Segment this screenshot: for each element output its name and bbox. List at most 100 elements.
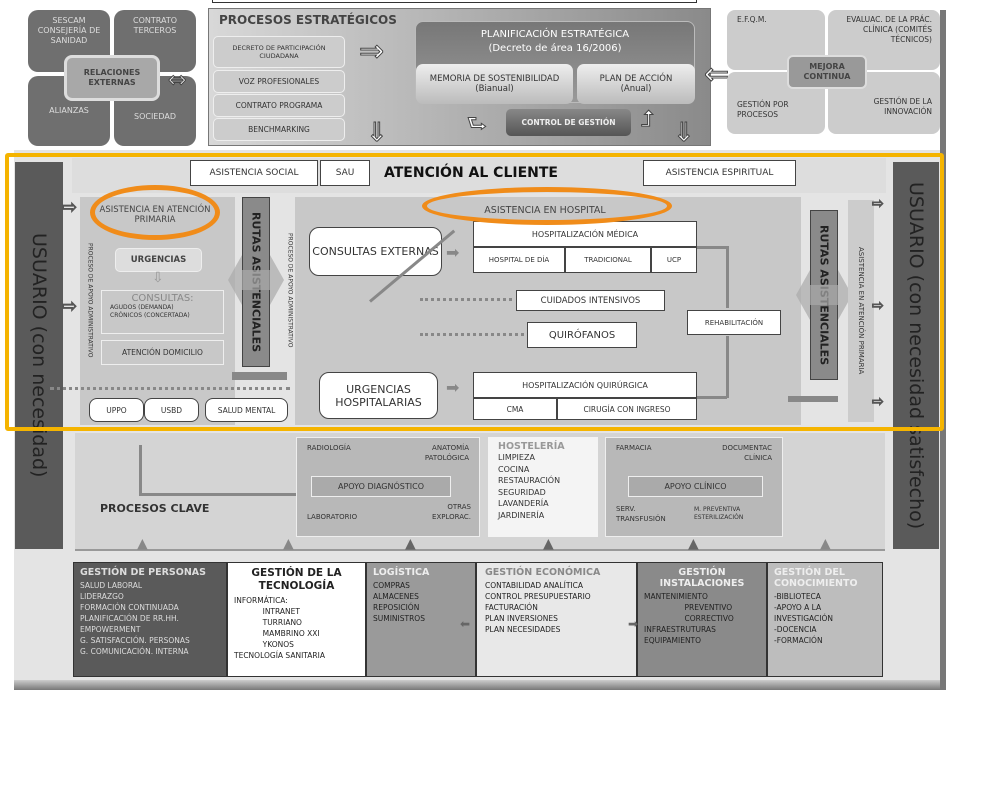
procesos-clave-title: PROCESOS CLAVE <box>100 502 210 515</box>
apoyo-clinico-box: APOYO CLÍNICO <box>628 476 763 497</box>
relaciones-externas-center: RELACIONES EXTERNAS <box>64 55 160 101</box>
column-title: LOGÍSTICA <box>373 567 430 578</box>
hospital-dia-box: HOSPITAL DE DÍA <box>473 247 565 273</box>
flow-line <box>697 246 727 249</box>
right-arrow-icon: ⇨ <box>872 298 885 315</box>
up-arrow-icon: ▲ <box>405 536 416 552</box>
dotted-flow-line <box>50 387 290 390</box>
estrategico-item: BENCHMARKING <box>213 118 345 141</box>
highlight-frame <box>5 153 944 431</box>
gestion-personas-column: GESTIÓN DE PERSONAS SALUD LABORAL LIDERAZ… <box>73 562 227 677</box>
left-arrow-icon: ⇐ <box>703 57 730 92</box>
primaria-right-panel: ASISTENCIA EN ATENCIÓN PRIMARIA <box>848 200 874 422</box>
memoria-box: MEMORIA DE SOSTENIBILIDAD (Bianual) <box>416 64 573 104</box>
right-arrow-icon: ➡ <box>628 617 639 631</box>
column-body: SALUD LABORAL LIDERAZGO FORMACIÓN CONTIN… <box>80 581 190 656</box>
usuario-right-bar: USUARIO (con necesidad satisfecho) <box>893 162 939 549</box>
hosteleria-title: HOSTELERÍA <box>498 441 565 452</box>
salud-mental-box: SALUD MENTAL <box>205 398 288 422</box>
ucp-box: UCP <box>651 247 697 273</box>
preventiva-label: M. PREVENTIVA ESTERILIZACIÓN <box>694 506 744 521</box>
otras-label: OTRAS EXPLORAC. <box>432 503 471 521</box>
column-body: COMPRAS ALMACENES REPOSICIÓN SUMINISTROS <box>373 581 425 623</box>
right-arrow-icon: ⇨ <box>61 296 78 318</box>
planificacion-box: PLANIFICACIÓN ESTRATÉGICA (Decreto de áre… <box>415 21 695 104</box>
usbd-box: USBD <box>144 398 199 422</box>
down-arrow-icon: ⇓ <box>673 118 696 149</box>
usuario-left-bar: USUARIO (con necesidad) <box>15 162 63 549</box>
top-frame <box>212 0 697 3</box>
left-arrow-icon: ⬅ <box>460 617 471 631</box>
right-arrow-icon: ⇨ <box>872 196 885 213</box>
anatomia-label: ANATOMÍA PATOLÓGICA <box>424 444 469 462</box>
asistencia-social-box: ASISTENCIA SOCIAL <box>190 160 318 186</box>
plan-accion-box: PLAN DE ACCIÓN (Anual) <box>577 64 695 104</box>
estrategico-item: DECRETO DE PARTICIPACIÓN CIUDADANA <box>213 36 345 68</box>
farmacia-label: FARMACIA <box>616 444 652 452</box>
column-title: GESTIÓN DEL CONOCIMIENTO <box>774 567 858 589</box>
rehabilitacion-box: REHABILITACIÓN <box>687 310 781 335</box>
radiologia-label: RADIOLOGÍA <box>307 444 351 452</box>
planificacion-subtitle: (Decreto de área 16/2006) <box>488 43 622 54</box>
cma-box: CMA <box>473 398 557 420</box>
column-title: GESTIÓN DE PERSONAS <box>80 567 206 578</box>
dotted-flow-line <box>420 333 524 336</box>
relaciones-externas-cluster: SESCAM CONSEJERÍA DE SANIDAD CONTRATO TE… <box>28 10 196 146</box>
consultas-label: CONSULTAS: <box>131 293 194 304</box>
hospitalizacion-medica-box: HOSPITALIZACIÓN MÉDICA <box>473 221 697 247</box>
asistencia-espiritual-box: ASISTENCIA ESPIRITUAL <box>643 160 796 186</box>
usuario-left-label: USUARIO (con necesidad) <box>28 233 50 478</box>
column-title: GESTIÓN DE LA TECNOLOGÍA <box>251 567 342 592</box>
agudos-label: AGUDOS (DEMANDA) <box>110 304 174 311</box>
primaria-right-label: ASISTENCIA EN ATENCIÓN PRIMARIA <box>857 247 865 375</box>
right-arrow-icon: ⇨ <box>872 394 885 411</box>
gestion-instalaciones-column: GESTIÓN INSTALACIONES MANTENIMIENTO PREVE… <box>637 562 767 677</box>
up-arrow-icon: ▲ <box>283 536 294 552</box>
apoyo-diagnostico-box: APOYO DIAGNÓSTICO <box>311 476 451 497</box>
consultas-externas-box: CONSULTAS EXTERNAS <box>309 227 442 276</box>
uppo-box: UPPO <box>89 398 144 422</box>
down-arrow-icon: ⇩ <box>152 270 164 286</box>
double-arrow-icon: ⇔ <box>167 68 187 93</box>
right-arrow-icon: ⇒ <box>358 34 385 69</box>
mejora-continua-center: MEJORA CONTINUA <box>787 55 867 89</box>
up-arrow-icon: ▲ <box>543 536 554 552</box>
up-arrow-icon: ▲ <box>820 536 831 552</box>
urgencias-primaria-box: URGENCIAS <box>115 248 202 272</box>
flow-line <box>726 336 729 398</box>
column-body: INFORMÁTICA: INTRANET TURRIANO MAMBRINO … <box>234 596 325 660</box>
cycle-arrow-icon: ⮑ <box>467 112 488 138</box>
apoyo-diagnostico-panel: RADIOLOGÍA ANATOMÍA PATOLÓGICA LABORATOR… <box>296 437 480 537</box>
hospitalizacion-quirurgica-box: HOSPITALIZACIÓN QUIRÚRGICA <box>473 372 697 398</box>
flow-arrow <box>232 372 287 380</box>
apoyo-clinico-panel: FARMACIA DOCUMENTAC CLÍNICA SERV. TRANSF… <box>605 437 783 537</box>
estrategico-item: CONTRATO PROGRAMA <box>213 94 345 117</box>
flow-arrow <box>788 396 838 402</box>
flow-line <box>726 246 729 308</box>
planificacion-title: PLANIFICACIÓN ESTRATÉGICA <box>480 29 630 40</box>
mejora-continua-cluster: E.F.Q.M. EVALUAC. DE LA PRÁC. CLÍNICA (C… <box>727 10 940 134</box>
flow-line <box>697 396 727 399</box>
flow-line <box>139 493 309 496</box>
laboratorio-label: LABORATORIO <box>307 513 358 521</box>
column-body: MANTENIMIENTO PREVENTIVO CORRECTIVO INFR… <box>644 592 734 645</box>
apoyo-admin-label: PROCESO DE APOYO ADMINISTRATIVO <box>86 242 94 358</box>
right-arrow-icon: ➡ <box>446 243 460 262</box>
bottom-shadow <box>14 680 940 690</box>
column-title: GESTIÓN INSTALACIONES <box>659 567 745 589</box>
flow-line <box>139 445 142 495</box>
column-body: -BIBLIOTECA -APOYO A LA INVESTIGACIÓN -D… <box>774 592 834 645</box>
column-title: GESTIÓN ECONÓMICA <box>485 567 601 578</box>
logistica-column: LOGÍSTICA COMPRAS ALMACENES REPOSICIÓN SU… <box>366 562 476 677</box>
documentac-label: DOCUMENTAC CLÍNICA <box>722 444 772 462</box>
estrategico-item: VOZ PROFESIONALES <box>213 70 345 93</box>
hosteleria-panel: HOSTELERÍA LIMPIEZA COCINA RESTAURACIÓN … <box>488 437 598 537</box>
cycle-arrow-icon: ⮥ <box>641 107 655 133</box>
down-arrow-icon: ⇓ <box>366 118 389 149</box>
highlight-ellipse <box>422 187 672 225</box>
dotted-flow-line <box>420 298 512 301</box>
transfusion-label: SERV. TRANSFUSIÓN <box>616 505 666 523</box>
atencion-title: ATENCIÓN AL CLIENTE <box>384 165 558 181</box>
hosteleria-items: LIMPIEZA COCINA RESTAURACIÓN SEGURIDAD L… <box>498 453 561 520</box>
control-gestion-box: CONTROL DE GESTIÓN <box>506 109 631 136</box>
